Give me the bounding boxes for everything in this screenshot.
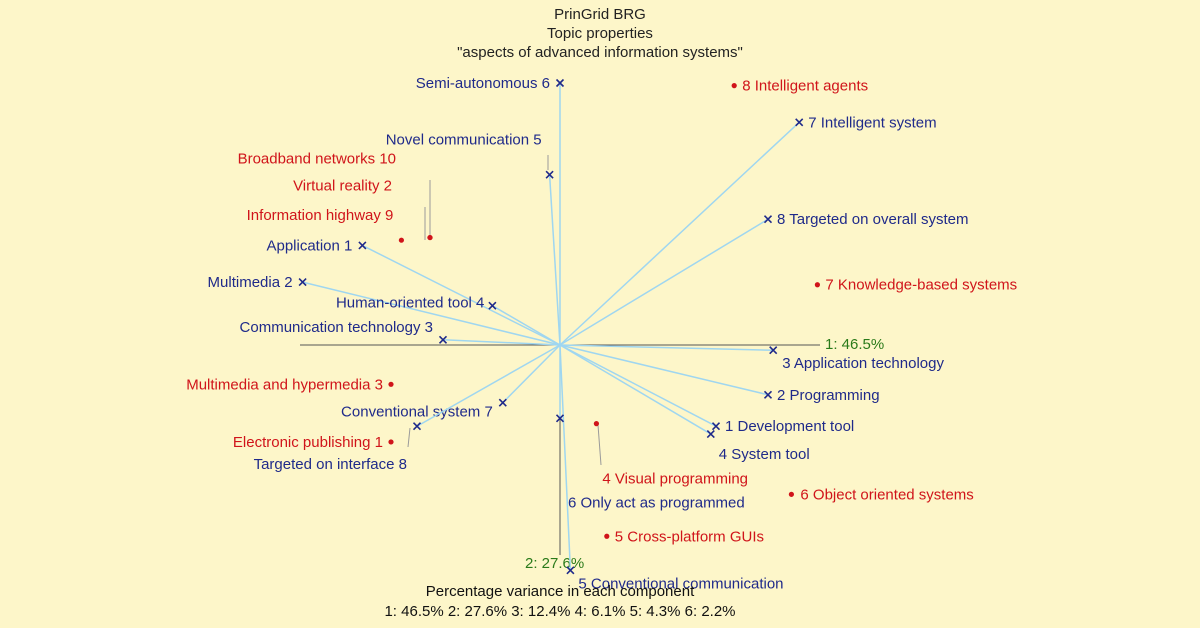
element-label: 7 Knowledge-based systems xyxy=(825,277,1017,294)
construct-vector xyxy=(559,218,769,346)
construct-vector xyxy=(559,344,712,435)
element-point xyxy=(604,533,610,539)
variance-caption: Percentage variance in each component xyxy=(425,583,695,600)
construct-vector xyxy=(559,121,800,346)
construct-label: 3 Application technology xyxy=(782,355,944,372)
element-label: 8 Intelligent agents xyxy=(742,78,868,95)
construct-label: 4 System tool xyxy=(719,446,810,463)
element-point xyxy=(593,421,600,427)
construct-label: 6 Only act as programmed xyxy=(568,494,745,511)
construct-label: Multimedia 2 xyxy=(208,274,293,291)
construct-marker xyxy=(769,346,778,355)
construct-marker xyxy=(498,398,507,407)
construct-label: Novel communication 5 xyxy=(386,132,542,149)
construct-vector xyxy=(548,174,561,346)
leader-line xyxy=(407,427,411,448)
construct-label: Semi-autonomous 6 xyxy=(416,75,550,92)
element-point xyxy=(731,83,737,89)
construct-label: 5 Conventional communication xyxy=(578,575,783,592)
construct-marker xyxy=(438,335,448,344)
construct-vector xyxy=(362,244,561,346)
construct-marker xyxy=(555,414,565,423)
construct-label: Communication technology 3 xyxy=(240,319,433,336)
chart-topic: "aspects of advanced information systems… xyxy=(457,44,743,61)
element-point xyxy=(388,439,394,445)
construct-vector xyxy=(442,339,561,346)
element-label: 4 Visual programming xyxy=(602,471,748,488)
element-point xyxy=(427,234,433,241)
chart-title: PrinGrid BRG xyxy=(554,6,646,23)
construct-marker xyxy=(763,390,773,399)
construct-label: 8 Targeted on overall system xyxy=(777,211,969,228)
element-label: Multimedia and hypermedia 3 xyxy=(186,376,383,393)
axis-2-label: 2: 27.6% xyxy=(525,555,584,572)
construct-vector xyxy=(502,344,561,404)
construct-marker xyxy=(488,301,497,310)
element-point xyxy=(398,237,404,243)
construct-vector xyxy=(559,344,774,351)
construct-marker xyxy=(412,422,422,431)
construct-vector xyxy=(559,344,769,396)
element-point xyxy=(788,491,795,497)
construct-label: Conventional system 7 xyxy=(341,404,493,421)
construct-marker xyxy=(706,430,715,439)
construct-label: Human-oriented tool 4 xyxy=(336,295,484,312)
element-label: 6 Object oriented systems xyxy=(800,486,973,503)
construct-marker xyxy=(795,118,804,127)
element-label: Broadband networks 10 xyxy=(238,151,396,168)
element-label: 5 Cross-platform GUIs xyxy=(615,528,764,545)
construct-vector xyxy=(559,344,717,427)
element-point xyxy=(814,282,821,288)
element-point xyxy=(388,381,394,387)
element-label: Virtual reality 2 xyxy=(293,178,392,195)
variance-values: 1: 46.5% 2: 27.6% 3: 12.4% 4: 6.1% 5: 4.… xyxy=(384,603,736,620)
chart-subtitle: Topic properties xyxy=(547,25,653,42)
leader-line xyxy=(597,424,602,466)
construct-marker xyxy=(298,278,307,287)
construct-label: Application 1 xyxy=(266,237,352,254)
construct-vector xyxy=(559,344,572,571)
element-label: Electronic publishing 1 xyxy=(233,434,383,451)
construct-marker xyxy=(555,78,565,88)
construct-marker xyxy=(358,241,367,250)
construct-vector xyxy=(302,281,561,346)
construct-vector xyxy=(492,305,561,346)
construct-marker xyxy=(763,215,773,224)
construct-vector xyxy=(416,344,561,427)
construct-label: 1 Development tool xyxy=(725,418,854,435)
axis-1-label: 1: 46.5% xyxy=(825,336,884,353)
construct-label: 7 Intelligent system xyxy=(808,114,936,131)
construct-marker xyxy=(545,170,554,179)
construct-marker xyxy=(566,566,575,575)
construct-label: Targeted on interface 8 xyxy=(254,456,407,473)
construct-marker xyxy=(711,422,721,431)
element-label: Information highway 9 xyxy=(247,207,394,224)
construct-label: 2 Programming xyxy=(777,387,880,404)
